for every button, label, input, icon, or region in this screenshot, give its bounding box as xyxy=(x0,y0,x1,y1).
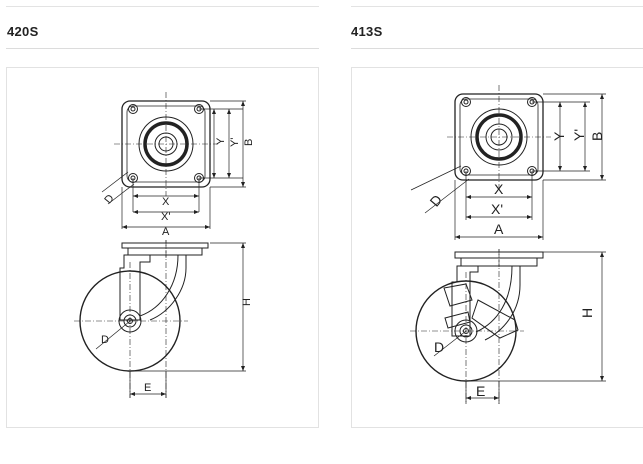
top-plate-420s xyxy=(114,92,218,196)
label-h: H xyxy=(241,298,253,306)
label-y-prime: Y' xyxy=(229,138,241,147)
label-d-top: D xyxy=(426,192,445,210)
label-x: X xyxy=(162,196,170,208)
top-divider-left xyxy=(6,6,319,7)
label-b: B xyxy=(243,139,255,146)
label-y: Y xyxy=(551,131,567,141)
label-b: B xyxy=(589,132,605,141)
label-h: H xyxy=(579,308,595,318)
top-divider-right xyxy=(351,6,643,7)
side-view-413s xyxy=(410,249,544,404)
label-a: A xyxy=(162,226,170,238)
label-y-prime: Y' xyxy=(571,129,587,141)
title-underline-right xyxy=(351,48,643,49)
label-y: Y xyxy=(215,137,227,145)
model-title-420s: 420S xyxy=(7,24,39,39)
label-e: E xyxy=(144,382,151,394)
label-x-prime: X' xyxy=(491,201,503,217)
label-x-prime: X' xyxy=(161,211,170,223)
title-underline-left xyxy=(6,48,319,49)
label-x: X xyxy=(494,181,504,197)
side-view-420s xyxy=(74,240,209,398)
label-d-wheel: D xyxy=(101,334,109,346)
top-plate-413s xyxy=(447,85,551,189)
label-a: A xyxy=(494,221,504,237)
label-e: E xyxy=(476,383,485,399)
diagram-panel-413s xyxy=(351,67,643,428)
label-d-wheel: D xyxy=(434,339,444,355)
model-title-413s: 413S xyxy=(351,24,383,39)
